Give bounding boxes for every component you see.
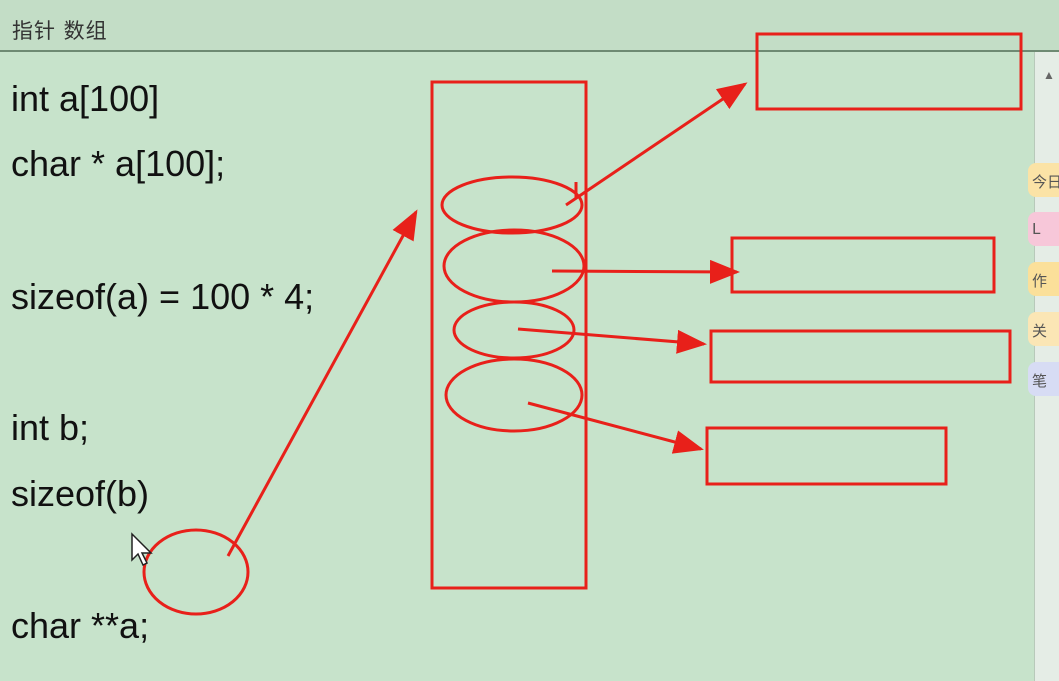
code-line-5: sizeof(b): [11, 473, 150, 514]
chevron-up-icon[interactable]: ▲: [1043, 68, 1055, 82]
side-tab-5[interactable]: 笔: [1028, 362, 1059, 396]
code-line-4: int b;: [11, 407, 90, 448]
side-tab-1[interactable]: 今日: [1028, 163, 1059, 197]
side-tab-2[interactable]: L: [1028, 212, 1059, 246]
code-line-3: sizeof(a) = 100 * 4;: [11, 276, 315, 317]
code-line-6: char **a;: [11, 605, 150, 646]
code-line-1: int a[100]: [11, 78, 160, 119]
title-bar: 指针 数组: [0, 0, 1059, 52]
side-tab-4[interactable]: 关: [1028, 312, 1059, 346]
mouse-pointer-icon: [131, 532, 153, 567]
side-tab-3[interactable]: 作: [1028, 262, 1059, 296]
window-title: 指针 数组: [12, 19, 108, 43]
code-line-2: char * a[100];: [11, 143, 226, 184]
